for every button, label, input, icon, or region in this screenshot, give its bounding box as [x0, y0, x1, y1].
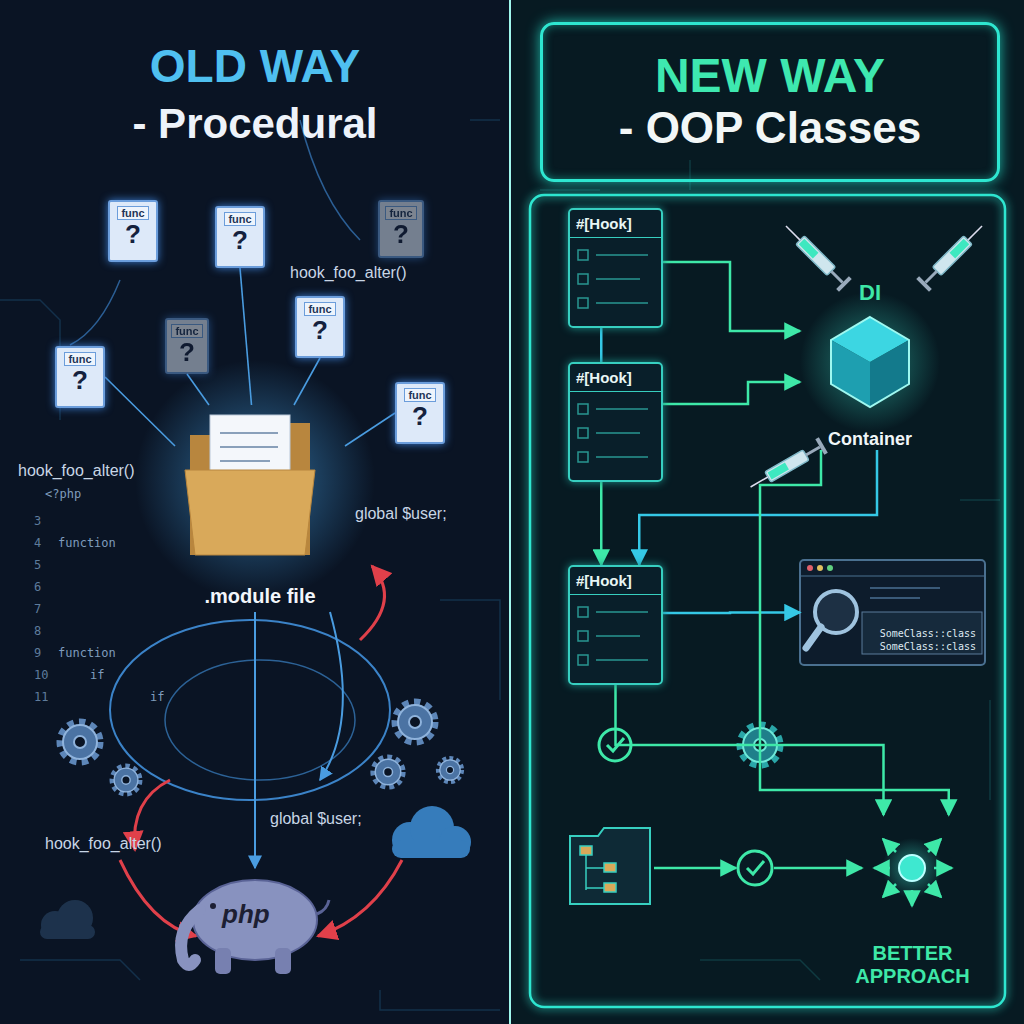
code-line: function — [58, 537, 116, 551]
node-text: func — [404, 388, 435, 402]
node-text: DI — [859, 280, 881, 306]
node-text: NEW WAY — [655, 50, 885, 103]
hook-name: hook_foo_alter() — [290, 264, 407, 282]
node-text: Container — [828, 429, 912, 450]
node-text: func — [224, 212, 255, 226]
line-number: 6 — [34, 581, 41, 595]
node-text: ? — [412, 402, 428, 431]
global-variable: global $user; — [355, 505, 447, 523]
code-window: SomeClass::classSomeClass::class — [800, 560, 985, 665]
node-text: #[Hook] — [570, 364, 661, 392]
line-number: 8 — [34, 625, 41, 639]
connector — [600, 482, 603, 565]
hook-name: hook_foo_alter() — [45, 835, 162, 853]
panel-header: NEW WAY- OOP Classes — [540, 22, 1000, 182]
node-text: ? — [72, 366, 88, 395]
code-line: function — [58, 647, 116, 661]
global-variable: global $user; — [270, 810, 362, 828]
function-file-icon: func? — [215, 206, 265, 268]
function-file-icon: func? — [108, 200, 158, 262]
function-file-icon: func? — [378, 200, 424, 258]
di-container: DI Container — [800, 280, 940, 450]
module-folder: .module file — [175, 405, 345, 610]
node-text: func — [385, 206, 416, 220]
connector — [105, 377, 175, 446]
hook-card: #[Hook] — [568, 565, 663, 685]
node-text: #[Hook] — [570, 210, 661, 238]
hook-name: hook_foo_alter() — [18, 462, 135, 480]
line-number: 4 — [34, 537, 41, 551]
code-line: if — [90, 669, 104, 683]
connector — [616, 685, 884, 815]
line-number: 11 — [34, 691, 48, 705]
node-text: ? — [312, 316, 328, 345]
node-text: ? — [125, 220, 141, 249]
code-line: if — [150, 691, 164, 705]
node-text: .module file — [204, 585, 315, 608]
node-text: func — [304, 302, 335, 316]
line-number: 10 — [34, 669, 48, 683]
node-text: ? — [179, 338, 195, 367]
node-text: ? — [232, 226, 248, 255]
line-number: 3 — [34, 515, 41, 529]
connector — [294, 358, 320, 405]
node-text: #[Hook] — [570, 567, 661, 595]
node-text: func — [117, 206, 148, 220]
connector — [663, 611, 800, 614]
result-burst: BETTER APPROACH — [840, 815, 985, 990]
connector — [663, 262, 800, 331]
panel-subtitle: - Procedural — [132, 100, 377, 148]
connector — [240, 268, 252, 405]
node-text: func — [171, 324, 202, 338]
connector — [600, 328, 603, 362]
line-number: 5 — [34, 559, 41, 573]
connector — [663, 382, 800, 404]
node-text: func — [64, 352, 95, 366]
connector — [639, 450, 877, 565]
function-file-icon: func? — [395, 382, 445, 444]
line-number: 9 — [34, 647, 41, 661]
connector — [187, 374, 209, 405]
node-text: SomeClass::class — [877, 640, 979, 653]
panel-title: OLD WAY — [150, 40, 360, 93]
php-logo-text: php — [222, 900, 270, 930]
node-text: SomeClass::class — [877, 627, 979, 640]
connector — [345, 413, 395, 446]
function-file-icon: func? — [55, 346, 105, 408]
node-text: - OOP Classes — [619, 103, 921, 154]
hook-card: #[Hook] — [568, 208, 663, 328]
node-text: BETTER APPROACH — [840, 942, 985, 988]
function-file-icon: func? — [165, 318, 209, 374]
node-text: ? — [393, 220, 409, 249]
hook-card: #[Hook] — [568, 362, 663, 482]
code-line: <?php — [45, 488, 81, 502]
line-number: 7 — [34, 603, 41, 617]
function-file-icon: func? — [295, 296, 345, 358]
